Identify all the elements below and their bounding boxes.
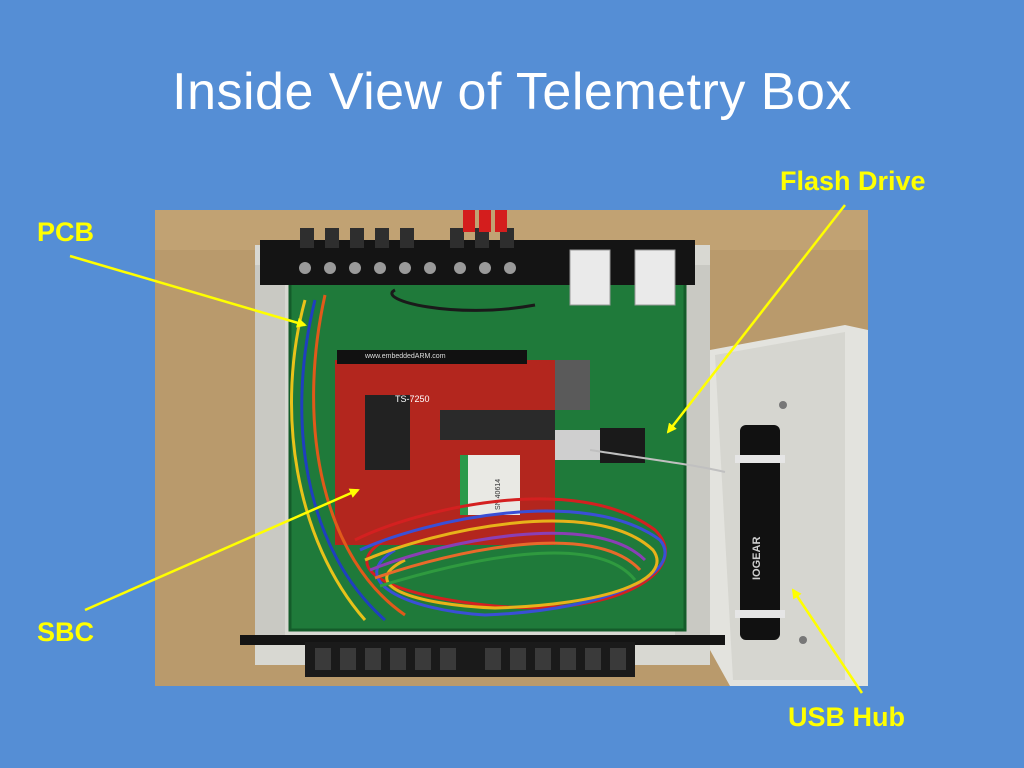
sbc-label: SBC bbox=[37, 617, 95, 647]
bottom-terminal-strip bbox=[305, 642, 635, 677]
flash-drive bbox=[555, 430, 605, 460]
chip-serial-text: SN 40614 bbox=[495, 479, 502, 510]
usb-hub-brand-text: IOGEAR bbox=[751, 537, 763, 580]
pcb-label: PCB bbox=[37, 217, 95, 247]
telemetry-box-illustration: TS-7250 www.embeddedARM.com SN 40614 bbox=[155, 210, 868, 686]
rj-jack-right bbox=[634, 249, 676, 306]
serial-port bbox=[555, 360, 590, 410]
usb-hub-label: USB Hub bbox=[788, 702, 905, 732]
usb-hub bbox=[740, 425, 780, 640]
flash-drive-label: Flash Drive bbox=[780, 166, 926, 196]
rj-jack-left bbox=[569, 249, 611, 306]
board-url-text: www.embeddedARM.com bbox=[364, 353, 446, 360]
telemetry-box-photo: TS-7250 www.embeddedARM.com SN 40614 bbox=[155, 210, 868, 686]
board-model-text: TS-7250 bbox=[395, 394, 430, 404]
slide-title: Inside View of Telemetry Box bbox=[172, 63, 852, 121]
